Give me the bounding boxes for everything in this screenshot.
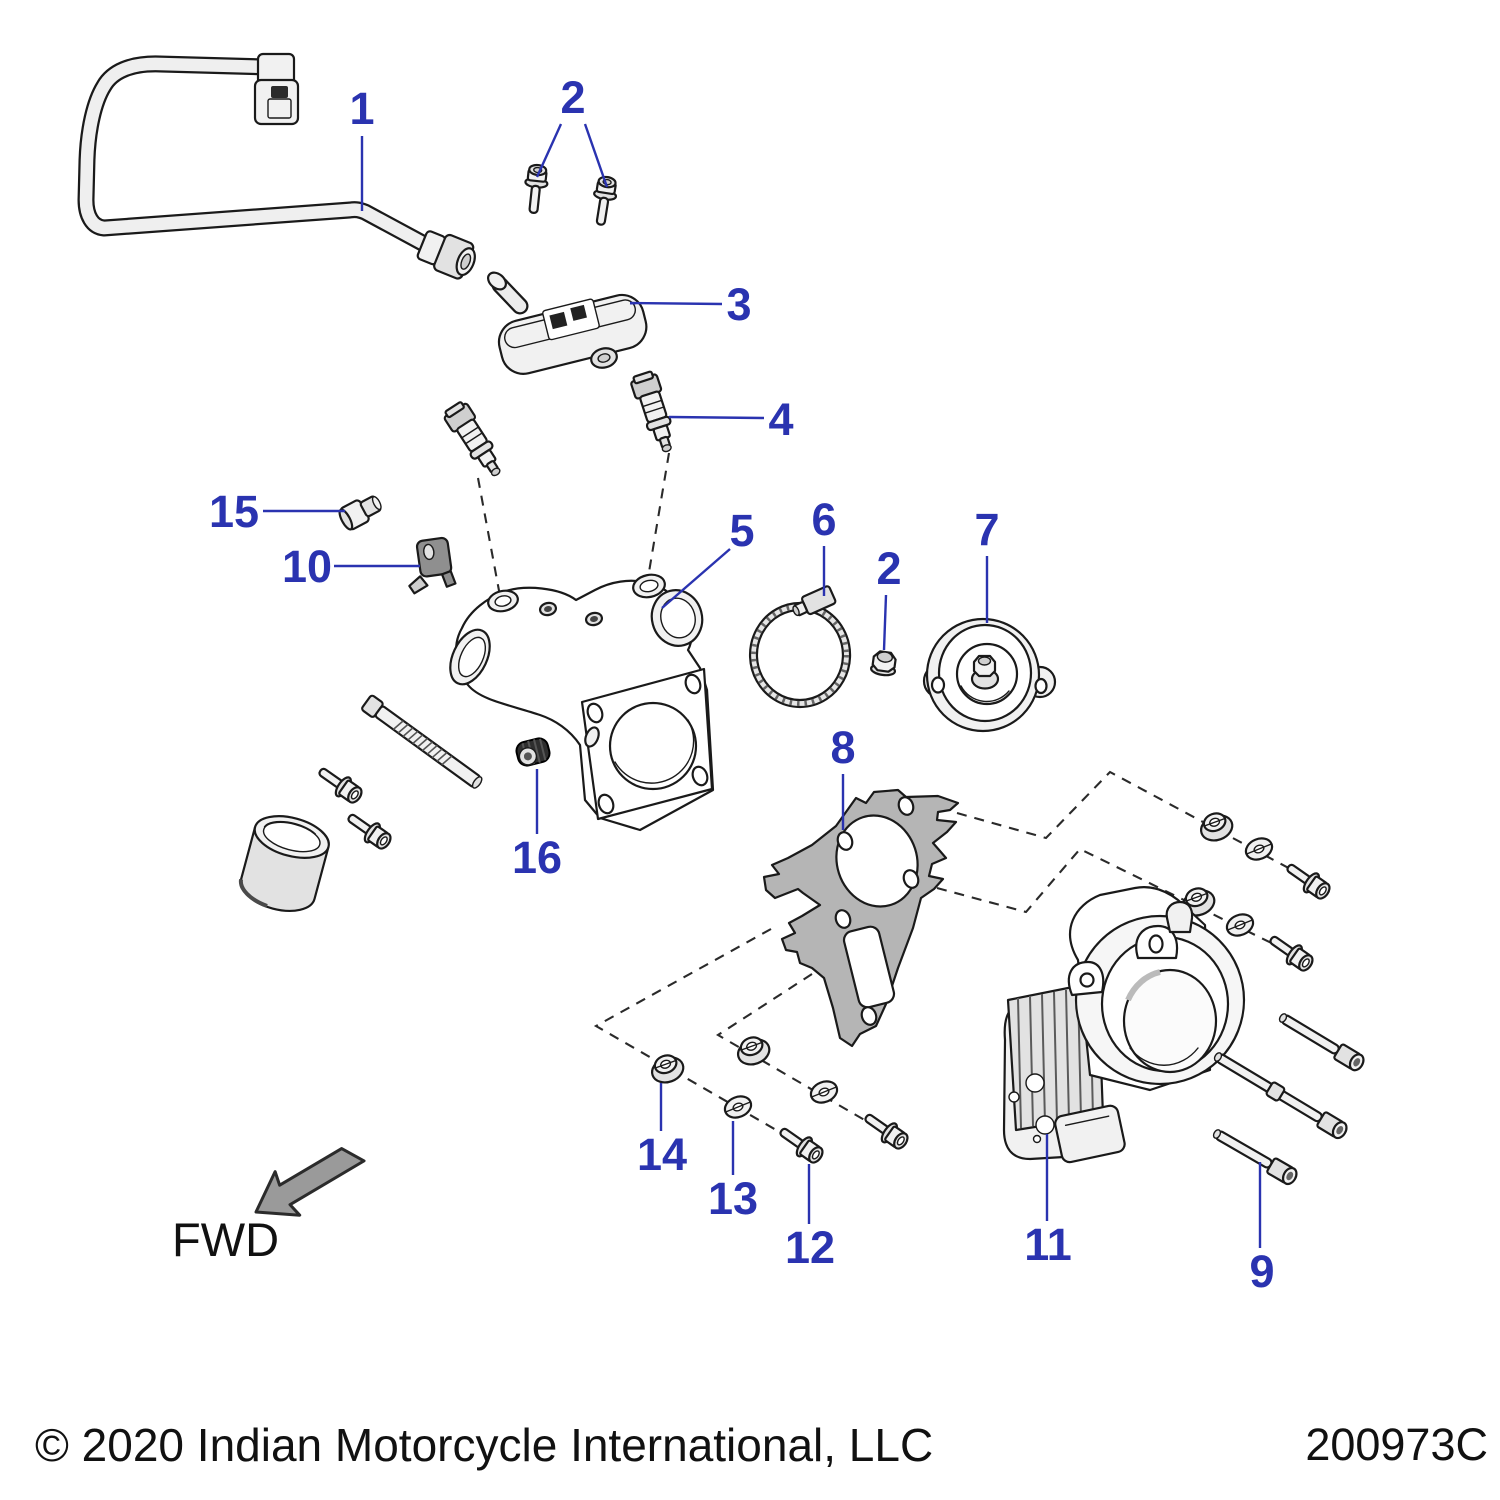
callout-4: 4 — [768, 394, 793, 445]
doc-number: 200973C — [1305, 1419, 1488, 1470]
callout-2b: 2 — [876, 543, 901, 594]
dash-chain-left-1 — [593, 928, 817, 1154]
callout-2: 2 — [560, 72, 585, 123]
part-screw-b — [342, 806, 396, 855]
callout-4-leader — [668, 415, 765, 420]
part-fitting — [338, 495, 382, 531]
parts-layer — [77, 52, 1365, 1186]
part-grommet-r1 — [1195, 807, 1237, 846]
dash-chain-left-2 — [715, 973, 900, 1141]
part-plug — [515, 737, 551, 767]
part-clip — [408, 536, 457, 595]
part-bolt-r1 — [1281, 856, 1335, 905]
callout-10: 10 — [282, 541, 332, 592]
part-bracket — [762, 788, 960, 1048]
part-longbolt-c — [1212, 1129, 1298, 1186]
throttle-body-connector — [1054, 1104, 1126, 1164]
part-nut — [870, 650, 897, 677]
callout-11: 11 — [1024, 1219, 1072, 1270]
fwd-arrow-icon — [254, 1147, 366, 1217]
callout-7: 7 — [974, 504, 999, 555]
callout-3: 3 — [726, 279, 751, 330]
callout-8: 8 — [830, 722, 855, 773]
part-manifold — [449, 573, 715, 832]
callout-13: 13 — [708, 1173, 758, 1224]
part-sleeve — [238, 815, 330, 912]
callout-2b-leader — [882, 594, 888, 651]
part-bolt — [859, 1106, 913, 1155]
part-bolt-r2 — [1264, 928, 1318, 977]
callout-16: 16 — [512, 832, 562, 883]
part-flange — [922, 617, 1057, 733]
annotations: FWD © 2020 Indian Motorcycle Internation… — [35, 1147, 1488, 1471]
dash-injector-right — [646, 452, 671, 579]
callout-15: 15 — [209, 486, 259, 537]
part-bolt-12 — [774, 1120, 828, 1169]
dash-chain-right-1 — [956, 770, 1323, 887]
callout-14: 14 — [637, 1129, 687, 1180]
part-washer — [806, 1076, 842, 1108]
throttle-body-spigot — [1165, 900, 1194, 934]
callout-1: 1 — [349, 83, 374, 134]
part-threaded-rod — [361, 694, 483, 789]
part-screw-a — [313, 760, 367, 809]
throttle-body-top-ear — [1135, 924, 1179, 960]
part-fuel-line — [77, 52, 476, 280]
callout-12: 12 — [785, 1222, 835, 1273]
part-injector-right — [628, 368, 682, 457]
fuel-line-connector — [253, 52, 300, 126]
part-washer-r2 — [1222, 909, 1258, 941]
callout-2-leader — [535, 123, 609, 188]
part-clamp — [748, 585, 852, 709]
part-longbolt-a — [1278, 1013, 1365, 1072]
copyright-text: © 2020 Indian Motorcycle International, … — [35, 1419, 933, 1471]
dash-injector-left — [476, 477, 502, 597]
callout-5-leader — [661, 548, 731, 609]
part-injector-left — [440, 398, 510, 484]
callout-9: 9 — [1249, 1246, 1274, 1297]
part-washer-13 — [720, 1091, 756, 1123]
callout-5: 5 — [729, 505, 754, 556]
dash-chain-right-2 — [936, 847, 1303, 959]
fwd-label: FWD — [172, 1213, 279, 1266]
part-throttle-body — [1002, 886, 1246, 1164]
part-grommet-14 — [646, 1049, 688, 1088]
callout-3-leader — [629, 301, 723, 306]
part-longbolt-b — [1213, 1052, 1348, 1140]
part-sensor — [487, 271, 648, 375]
callout-6: 6 — [811, 494, 836, 545]
part-screw-pair — [521, 162, 620, 228]
throttle-body-left-ear — [1067, 960, 1105, 997]
fuel-line-fitting — [416, 230, 476, 280]
